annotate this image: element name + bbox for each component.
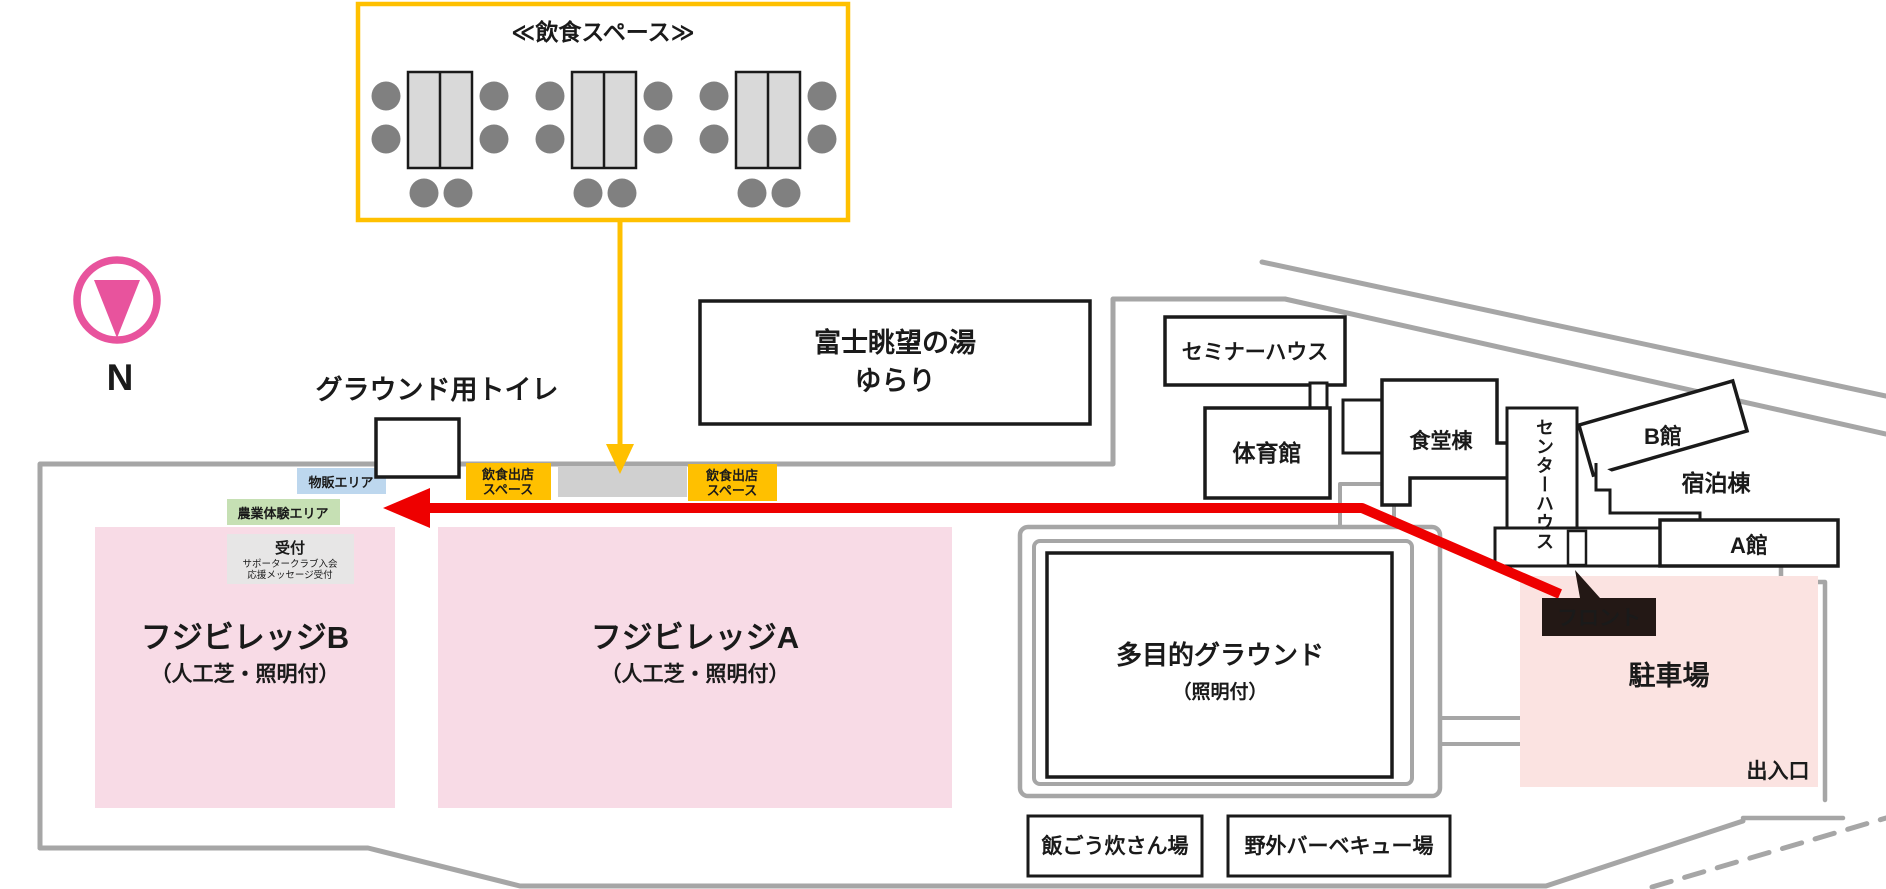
center-house-label: センターハウス	[1534, 418, 1554, 551]
fuji-village-a-area	[438, 527, 952, 808]
parking-label: 駐車場	[1629, 661, 1710, 691]
dining-table-3	[699, 70, 837, 208]
bath-house-label-line2: ゆらり	[855, 366, 936, 396]
farm-area-label: 農業体験エリア	[237, 506, 328, 521]
map-dining-space-rect	[558, 466, 687, 497]
farm-area-label-bg	[227, 499, 340, 525]
food-stall-left-line2: スペース	[483, 482, 533, 497]
compass-north-label: N	[107, 357, 134, 398]
front-entrance-box	[1566, 529, 1588, 567]
red-arrow-head	[383, 488, 430, 528]
bbq-label: 野外バーベキュー場	[1245, 834, 1434, 858]
dining-hall-label: 食堂棟	[1410, 429, 1474, 453]
seminar-gym-connector	[1308, 381, 1329, 412]
building-b	[1576, 378, 1750, 478]
road-diagonal-lower	[1282, 296, 1886, 437]
food-stall-right-bg	[688, 464, 777, 501]
rice-cooking-label: 飯ごう炊さん場	[1041, 834, 1189, 858]
buildings: グラウンド用トイレ 富士眺望の湯 ゆらり セミナーハウス 体育館 食堂棟 B館 …	[316, 299, 1840, 878]
bbq-box	[1226, 814, 1452, 878]
gym-dininghall-corridor	[1341, 398, 1384, 455]
food-stall-right-line1: 飲食出店	[705, 468, 758, 483]
lodging-outline	[1594, 463, 1702, 520]
food-stall-left-line1: 飲食出店	[481, 467, 534, 482]
goods-area-label-bg	[297, 468, 386, 494]
fuji-village-a-label-line1: フジビレッジA	[591, 620, 799, 655]
dining-table-2	[535, 70, 673, 208]
front-desk-label: フロント	[1557, 607, 1641, 630]
road-diagonal-upper	[1259, 259, 1886, 399]
dining-table-1	[371, 70, 509, 208]
building-a-label: A館	[1730, 533, 1768, 558]
fuji-village-b-label-line1: フジビレッジB	[141, 620, 349, 655]
fuji-village-b-label-line2: （人工芝・照明付）	[151, 662, 340, 686]
dining-diagram-title: ≪飲食スペース≫	[511, 19, 694, 45]
north-compass: N	[73, 256, 161, 398]
front-desk-bg	[1542, 598, 1656, 636]
dining-connector-arrow	[606, 222, 634, 474]
building-b-label: B館	[1644, 424, 1682, 449]
reception-line3: 応援メッセージ受付	[247, 569, 333, 581]
orange-arrow-head	[606, 444, 634, 474]
gate-label: 出入口	[1747, 760, 1810, 783]
goods-area-label: 物販エリア	[308, 475, 373, 490]
food-stall-right-line2: スペース	[707, 483, 757, 498]
fuji-village-a-label-line2: （人工芝・照明付）	[601, 662, 790, 686]
multipurpose-enclosure-outer	[1017, 524, 1443, 799]
gym-building	[1203, 406, 1332, 500]
reception-title: 受付	[275, 539, 305, 557]
building-a	[1658, 518, 1840, 568]
compass-triangle-icon	[94, 280, 140, 338]
seminar-house-building	[1163, 315, 1347, 387]
bath-house-label-line1: 富士眺望の湯	[814, 327, 976, 358]
bath-house-building	[698, 299, 1092, 426]
lodging-label: 宿泊棟	[1682, 470, 1752, 496]
multipurpose-enclosure-inner	[1032, 539, 1414, 786]
multipurpose-ground-label-line1: 多目的グラウンド	[1116, 640, 1324, 670]
multipurpose-ground-building	[1045, 551, 1394, 779]
gym-label: 体育館	[1233, 440, 1302, 466]
dining-space-diagram: ≪飲食スペース≫	[355, 1, 851, 223]
food-stall-left-bg	[466, 463, 551, 500]
seminar-house-label: セミナーハウス	[1182, 341, 1329, 364]
site-boundary-left-top	[37, 296, 1288, 851]
reception-label-bg	[227, 534, 354, 584]
reception-line2: サポータークラブ入会	[242, 558, 338, 570]
ground-toilet-label: グラウンド用トイレ	[316, 374, 559, 405]
dashed-road	[1649, 815, 1886, 889]
ground-toilet-building	[374, 417, 461, 479]
front-desk-callout: フロント	[1542, 570, 1656, 636]
zone-labels: 物販エリア 農業体験エリア 受付 サポータークラブ入会 応援メッセージ受付 飲食…	[227, 463, 777, 584]
route-arrow-red	[383, 488, 1562, 599]
multipurpose-ground-label-line2: （照明付）	[1172, 680, 1267, 703]
red-arrow-line	[428, 503, 1562, 599]
site-boundary-bottom	[37, 818, 1746, 889]
front-desk-pointer	[1575, 570, 1600, 598]
rice-cooking-box	[1026, 814, 1204, 878]
road-network	[37, 259, 1886, 889]
area-texts: フジビレッジB （人工芝・照明付） フジビレッジA （人工芝・照明付） 駐車場 …	[141, 620, 1810, 783]
